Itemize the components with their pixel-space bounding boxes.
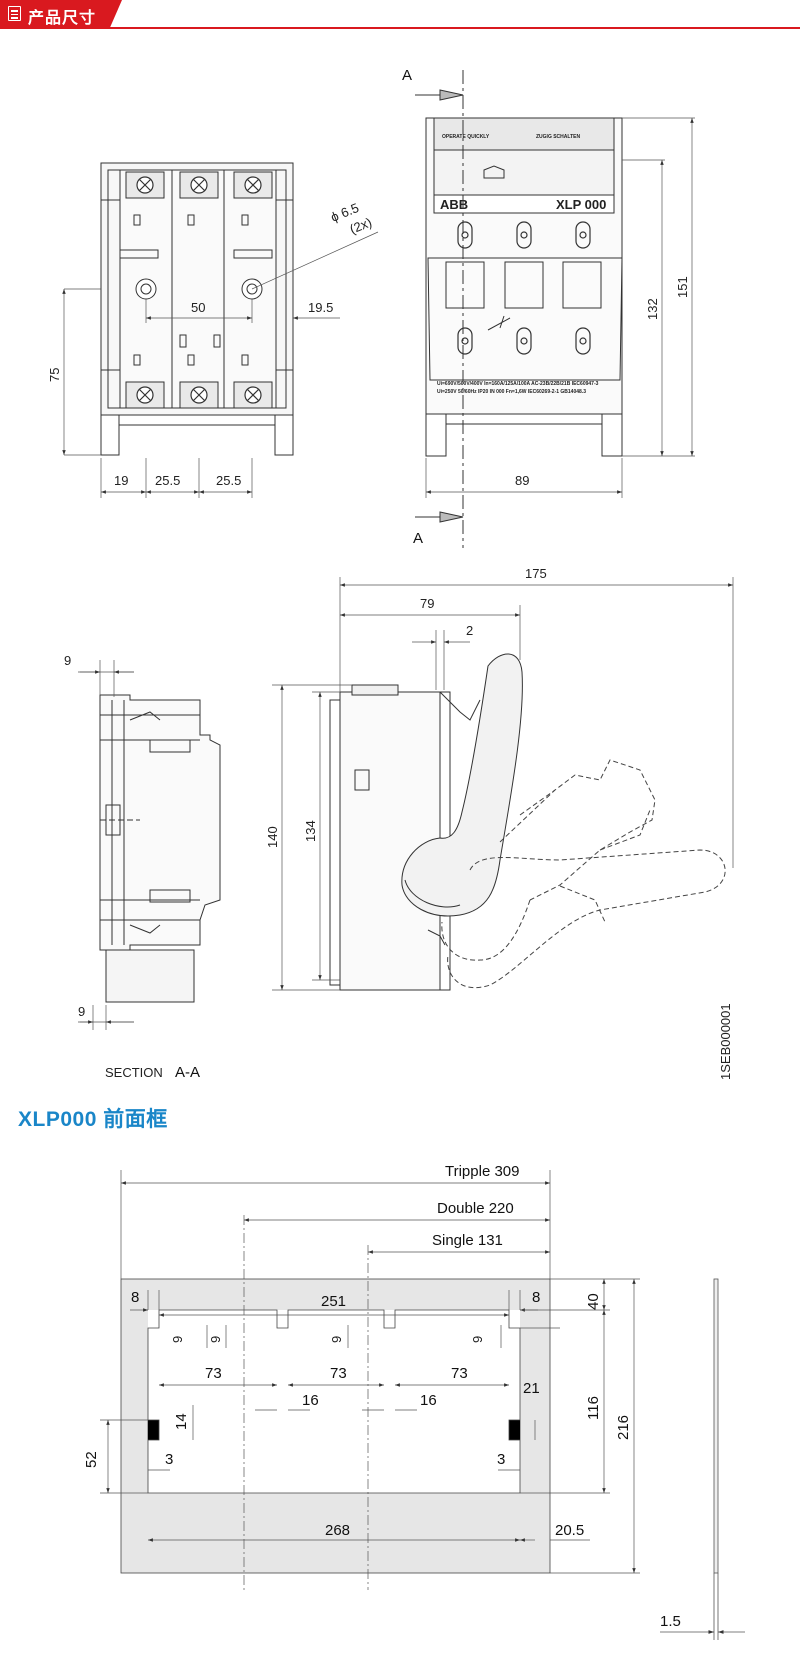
- dim-52-label: 52: [83, 1451, 100, 1468]
- dim-8-left-label: 8: [131, 1289, 139, 1306]
- dim-9-c-label: 9: [329, 1336, 344, 1343]
- section-id: A-A: [175, 1064, 200, 1081]
- front-view: [425, 117, 623, 457]
- front-model: XLP 000: [556, 197, 606, 212]
- side-view-dims: [272, 577, 734, 991]
- dim-1-5-label: 1.5: [660, 1613, 681, 1630]
- dim-73-b-label: 73: [330, 1365, 347, 1382]
- hole-count-label: (2x): [348, 214, 374, 236]
- front-plate-text-1: OPERATE QUICKLY: [442, 134, 490, 140]
- dim-79-label: 79: [420, 596, 434, 611]
- section-marker-bottom: A: [413, 530, 423, 547]
- dim-251-label: 251: [321, 1293, 346, 1310]
- dim-73-a-label: 73: [205, 1365, 222, 1382]
- dim-tripple-label: Tripple 309: [445, 1163, 520, 1180]
- section-view: [99, 694, 221, 1003]
- front-rating-line-1: Ui=690V/500V/400V In=160A/125A/100A AC-2…: [437, 381, 599, 387]
- dim-75-label: 75: [47, 368, 62, 382]
- dim-19-5-label: 19.5: [308, 300, 333, 315]
- dim-3-right-label: 3: [497, 1451, 505, 1468]
- front-rating-line-2: Ui=250V 50/60Hz IP20 IN 000 Fn=1,6W IEC6…: [437, 389, 586, 395]
- dim-73-c-label: 73: [451, 1365, 468, 1382]
- top-view-dims: [62, 231, 379, 498]
- section-view-dims: [78, 660, 134, 1030]
- dim-16-b-label: 16: [420, 1392, 437, 1409]
- header-divider: [0, 27, 800, 29]
- dim-140-label: 140: [265, 826, 280, 848]
- dim-9-top-label: 9: [64, 653, 71, 668]
- front-brand: ABB: [440, 197, 468, 212]
- dim-25-5-a-label: 25.5: [155, 473, 180, 488]
- dim-16-a-label: 16: [302, 1392, 319, 1409]
- dim-25-5-b-label: 25.5: [216, 473, 241, 488]
- front-view-dims: [425, 117, 695, 498]
- header-bar: 产品尺寸: [0, 0, 800, 30]
- side-view: [329, 653, 523, 991]
- front-plate-text-2: ZUGIG SCHALTEN: [536, 134, 580, 140]
- section-line-a: [415, 70, 464, 548]
- top-view: [100, 162, 294, 456]
- frame-side-profile: [660, 1278, 745, 1640]
- dim-89-label: 89: [515, 473, 529, 488]
- dim-132-label: 132: [645, 298, 660, 320]
- dim-19-label: 19: [114, 473, 128, 488]
- header-title: 产品尺寸: [28, 10, 97, 27]
- dim-21-label: 21: [523, 1380, 540, 1397]
- dim-116-label: 116: [585, 1396, 602, 1420]
- dim-20-5-label: 20.5: [555, 1522, 584, 1539]
- dim-134-label: 134: [303, 820, 318, 842]
- document-icon: [8, 6, 21, 21]
- dim-175-label: 175: [525, 566, 547, 581]
- dim-3-left-label: 3: [165, 1451, 173, 1468]
- dim-9-a-label: 9: [170, 1336, 185, 1343]
- frame-section-title: XLP000 前面框: [18, 1108, 168, 1131]
- dim-9-bottom-label: 9: [78, 1004, 85, 1019]
- frame-centerlines: [243, 1215, 369, 1590]
- frame-drawing: [120, 1278, 551, 1574]
- section-label: SECTION: [105, 1065, 163, 1080]
- dim-151-label: 151: [675, 276, 690, 298]
- side-view-dashed-handle: [441, 759, 726, 989]
- dim-double-label: Double 220: [437, 1200, 514, 1217]
- section-marker-top: A: [402, 67, 412, 84]
- frame-height-dims: [100, 1278, 640, 1574]
- dim-9-d-label: 9: [470, 1336, 485, 1343]
- dim-8-right-label: 8: [532, 1289, 540, 1306]
- dim-40-label: 40: [585, 1293, 602, 1310]
- dim-50-label: 50: [191, 300, 205, 315]
- drawing-number: 1SEB000001: [718, 1003, 733, 1080]
- dim-2-label: 2: [466, 623, 473, 638]
- dim-216-label: 216: [615, 1415, 632, 1440]
- dim-14-label: 14: [173, 1413, 190, 1430]
- dim-268-label: 268: [325, 1522, 350, 1539]
- dim-9-b-label: 9: [208, 1336, 223, 1343]
- dim-single-label: Single 131: [432, 1232, 503, 1249]
